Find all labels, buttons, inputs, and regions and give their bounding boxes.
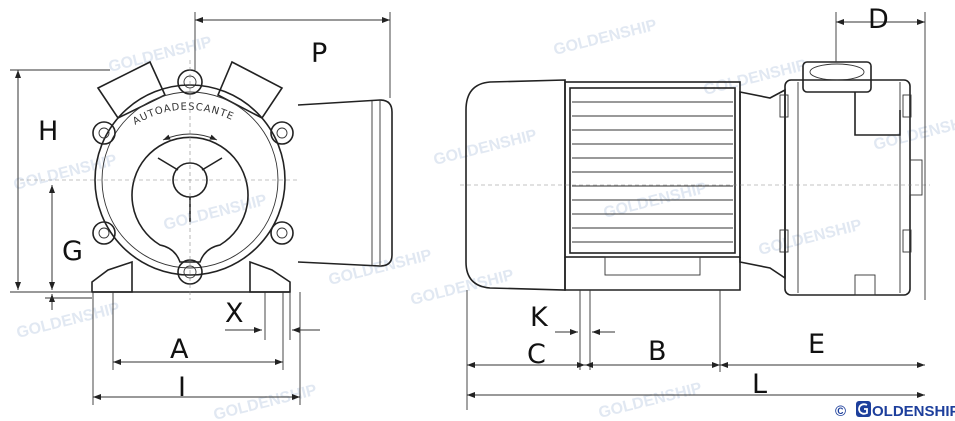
svg-text:GOLDENSHIP: GOLDENSHIP <box>432 127 539 169</box>
copyright-symbol: © <box>835 403 846 420</box>
svg-text:GOLDENSHIP: GOLDENSHIP <box>757 217 864 259</box>
svg-text:GOLDENSHIP: GOLDENSHIP <box>212 382 319 421</box>
svg-text:GOLDENSHIP: GOLDENSHIP <box>552 17 659 59</box>
dim-label-G: G <box>62 236 83 267</box>
dim-label-X: X <box>225 298 244 329</box>
svg-text:GOLDENSHIP: GOLDENSHIP <box>702 57 809 99</box>
copyright-logo: © OLDENSHIP <box>835 401 955 420</box>
embossed-text: AUTOADESCANTE <box>131 102 234 128</box>
svg-text:AUTOADESCANTE: AUTOADESCANTE <box>131 102 235 128</box>
side-view-dimensions: D K C B E L <box>466 4 926 410</box>
svg-text:GOLDENSHIP: GOLDENSHIP <box>872 112 955 154</box>
dim-label-P: P <box>311 38 327 69</box>
front-view-dimensions: P H G X A I <box>10 12 391 405</box>
dim-label-I: I <box>178 372 186 403</box>
svg-text:GOLDENSHIP: GOLDENSHIP <box>107 34 214 76</box>
side-view-pump <box>460 61 930 296</box>
logo-g-glyph-icon <box>858 403 868 415</box>
dim-label-D: D <box>868 4 889 35</box>
dim-label-E: E <box>808 329 825 360</box>
svg-text:GOLDENSHIP: GOLDENSHIP <box>15 300 122 342</box>
watermarks: GOLDENSHIP GOLDENSHIP GOLDENSHIP GOLDENS… <box>12 17 955 421</box>
motor-fins <box>572 101 733 243</box>
brand-name: OLDENSHIP <box>872 403 955 420</box>
dim-label-B: B <box>648 336 667 367</box>
dim-label-A: A <box>170 334 189 365</box>
dim-label-C: C <box>527 339 546 370</box>
dim-label-H: H <box>38 116 58 147</box>
svg-text:GOLDENSHIP: GOLDENSHIP <box>12 152 119 194</box>
dim-label-K: K <box>530 302 549 333</box>
svg-text:GOLDENSHIP: GOLDENSHIP <box>162 192 269 234</box>
dim-label-L: L <box>752 369 767 400</box>
svg-text:GOLDENSHIP: GOLDENSHIP <box>597 380 704 421</box>
